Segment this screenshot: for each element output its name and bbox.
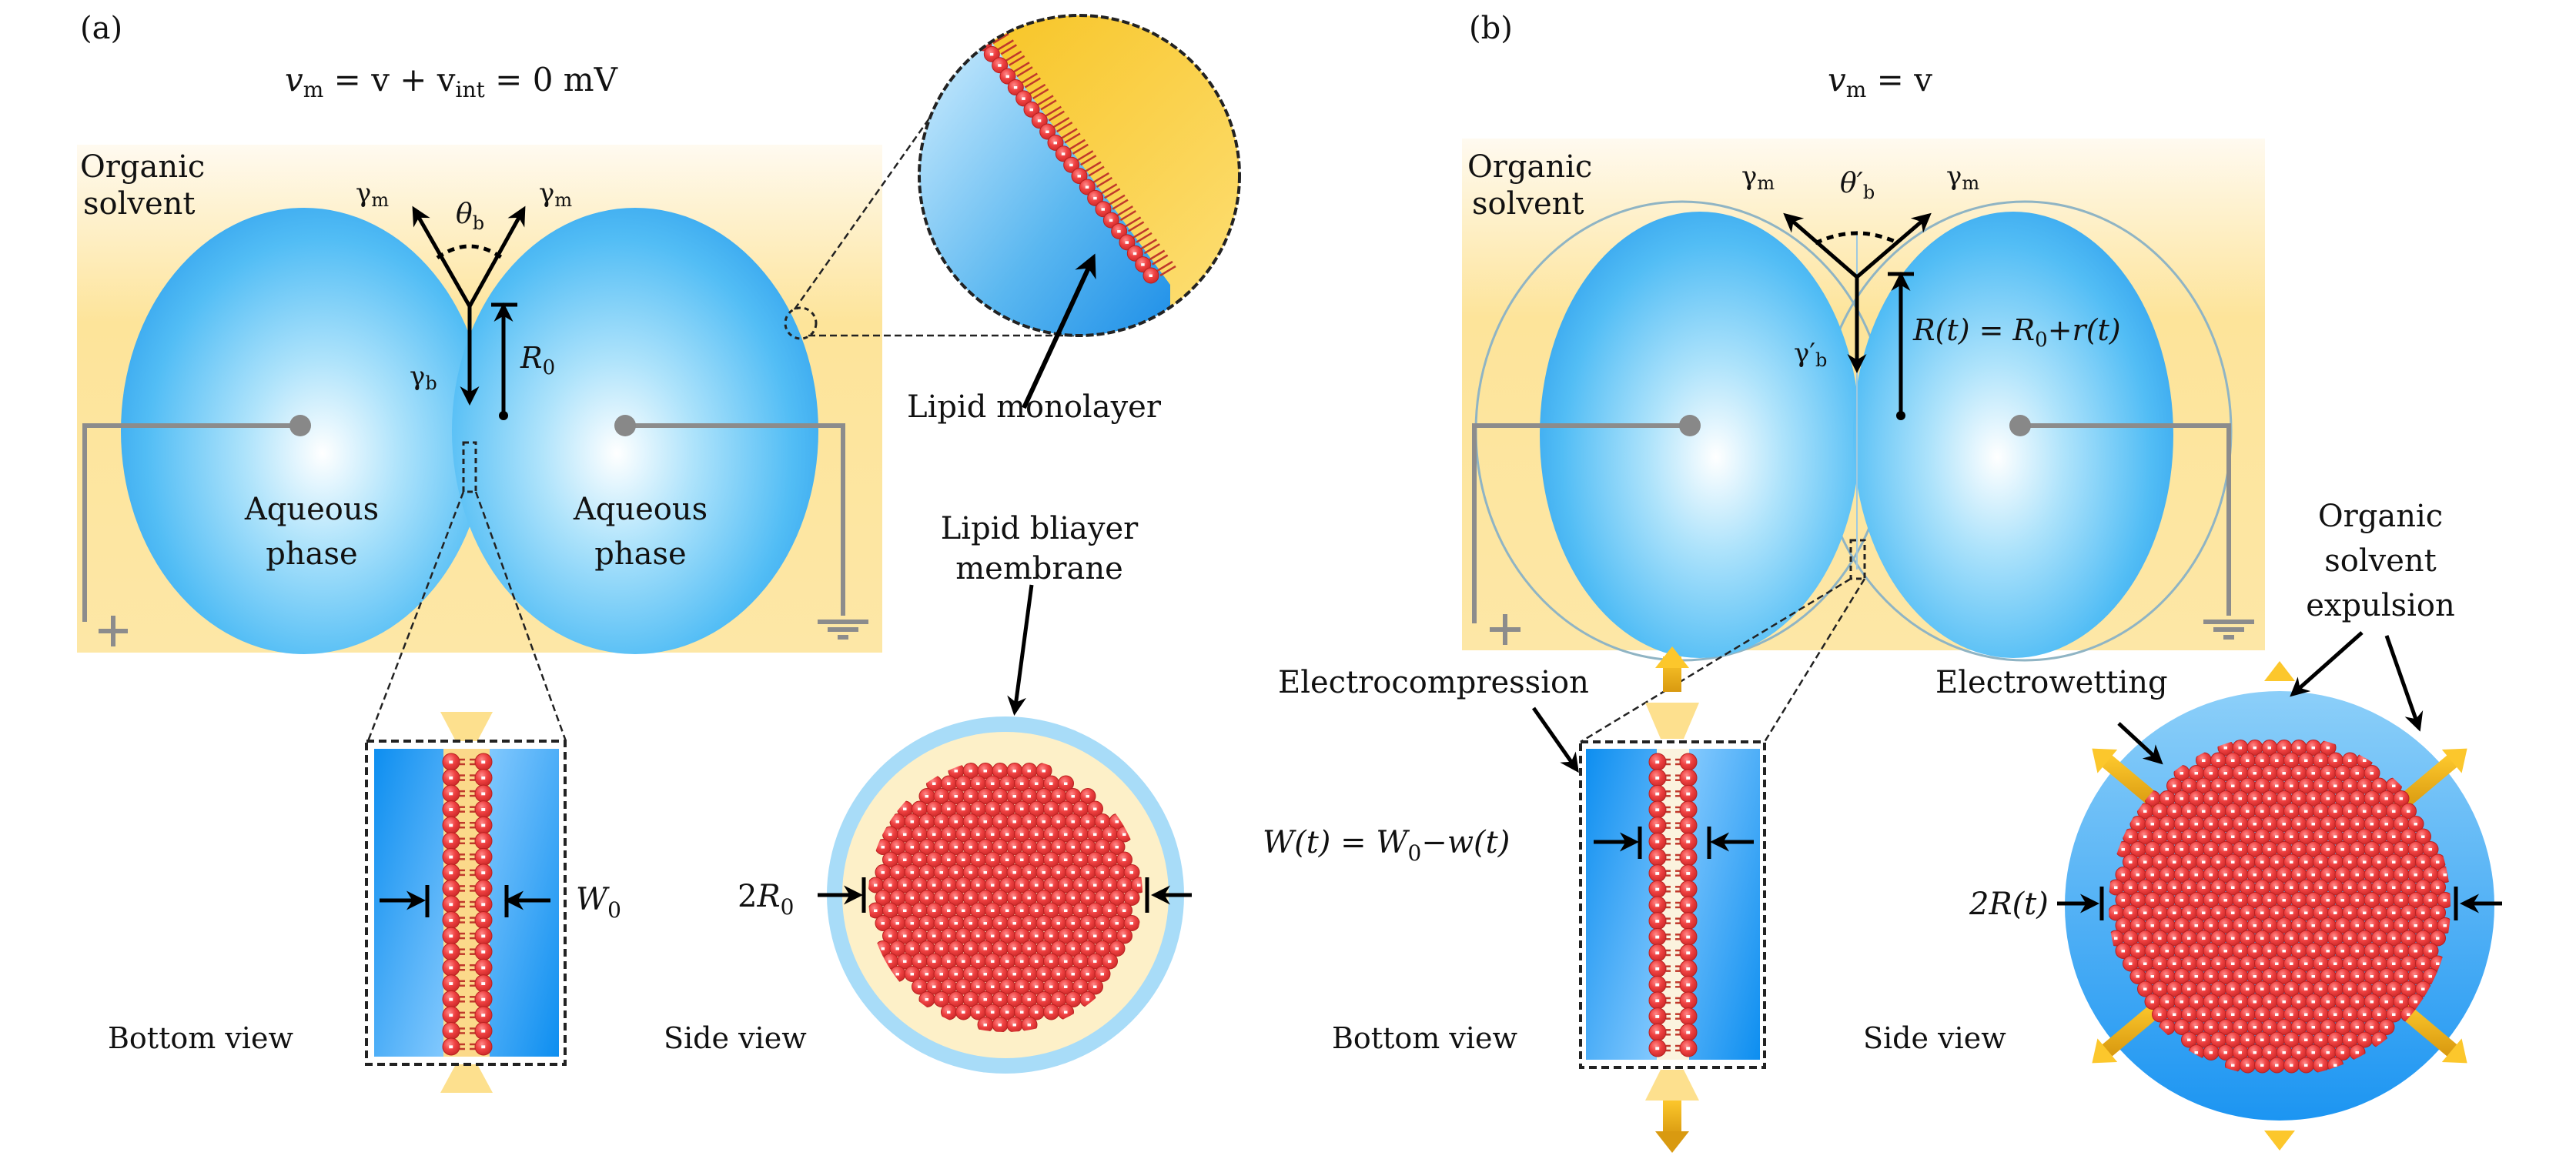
center-dot-b	[1896, 411, 1905, 420]
monolayer-pointer	[1022, 253, 1096, 409]
bottom-view-label-a: Bottom view	[108, 1021, 293, 1055]
panel-b-label: (b)	[1469, 11, 1513, 46]
side-view-b	[2065, 661, 2494, 1151]
gamma-m-left: γm	[356, 178, 389, 211]
lipid-monolayer-label: Lipid monolayer	[907, 389, 1162, 425]
theta-b-prime-label: θ′b	[1840, 168, 1875, 203]
junction-zoom-box-b	[1849, 539, 1866, 580]
side-view-label-b: Side view	[1863, 1021, 2006, 1055]
w0-label: W0	[576, 882, 621, 923]
tension-arrows-b	[1783, 212, 1932, 416]
zoom-lines	[366, 491, 567, 742]
inset-lines	[793, 84, 1074, 337]
wt-label: W(t) = W0−w(t)	[1263, 825, 1510, 866]
right-electrode-tip	[614, 415, 636, 436]
w0-markers	[380, 885, 550, 917]
right-electrode-tip-b	[2009, 415, 2031, 436]
gamma-b-prime-label: γ′b	[1794, 338, 1827, 371]
left-droplet-b	[1540, 212, 1860, 658]
gamma-m-left-b: γm	[1741, 161, 1775, 194]
positive-terminal-icon	[99, 616, 128, 646]
bottom-view-label-b: Bottom view	[1332, 1021, 1517, 1055]
side-view-a	[827, 716, 1184, 1074]
inset-source-circle	[784, 306, 818, 340]
rt-label: R(t) = R0+r(t)	[1912, 313, 2121, 352]
2r0-markers	[818, 877, 1192, 913]
ground-icon-b	[2203, 620, 2254, 640]
side-view-label-a: Side view	[664, 1021, 807, 1055]
2r0-label: 2R0	[738, 879, 794, 920]
ground-icon	[818, 620, 868, 640]
gamma-m-right: γm	[539, 178, 572, 211]
panel-a-label: (a)	[80, 11, 122, 46]
electrocompression-label: Electrocompression	[1278, 665, 1589, 700]
electrocompression-pointer	[1531, 706, 1579, 773]
lipid-monolayer-inset	[919, 15, 1239, 336]
r0-label: R0	[520, 341, 555, 379]
inset-border	[918, 14, 1241, 337]
positive-terminal-icon-b	[1490, 614, 1521, 645]
expulsion-pointer-top	[2290, 631, 2364, 697]
electrode-circuit	[82, 423, 845, 622]
gamma-m-right-b: γm	[1946, 161, 1979, 194]
panel-a-equation: vm = v + vint = 0 mV	[285, 61, 618, 102]
junction-zoom-box	[462, 441, 477, 493]
bottom-view-b	[1579, 646, 1766, 1153]
right-droplet-b	[1853, 212, 2173, 658]
panel-b-equation: vm = v	[1828, 61, 1932, 102]
theta-b-label: θb	[456, 199, 484, 234]
gamma-b-label: γb	[410, 361, 437, 394]
center-dot	[499, 411, 508, 420]
electrowetting-label: Electrowetting	[1935, 665, 2168, 700]
zoom-lines-b	[1580, 577, 1866, 743]
left-electrode-tip-b	[1679, 415, 1701, 436]
left-electrode-tip	[289, 415, 311, 436]
wt-markers	[1594, 827, 1754, 859]
electrode-circuit-b	[1472, 423, 2231, 623]
right-droplet	[452, 208, 818, 654]
electrowetting-pointer	[2117, 722, 2163, 765]
tension-arrows	[412, 205, 526, 416]
expulsion-pointer-right	[2384, 635, 2424, 732]
bilayer-pointer	[1007, 584, 1034, 716]
2rt-markers	[2057, 887, 2502, 920]
2rt-label: 2R(t)	[1969, 887, 2049, 922]
expulsion-arrow	[2097, 998, 2167, 1060]
